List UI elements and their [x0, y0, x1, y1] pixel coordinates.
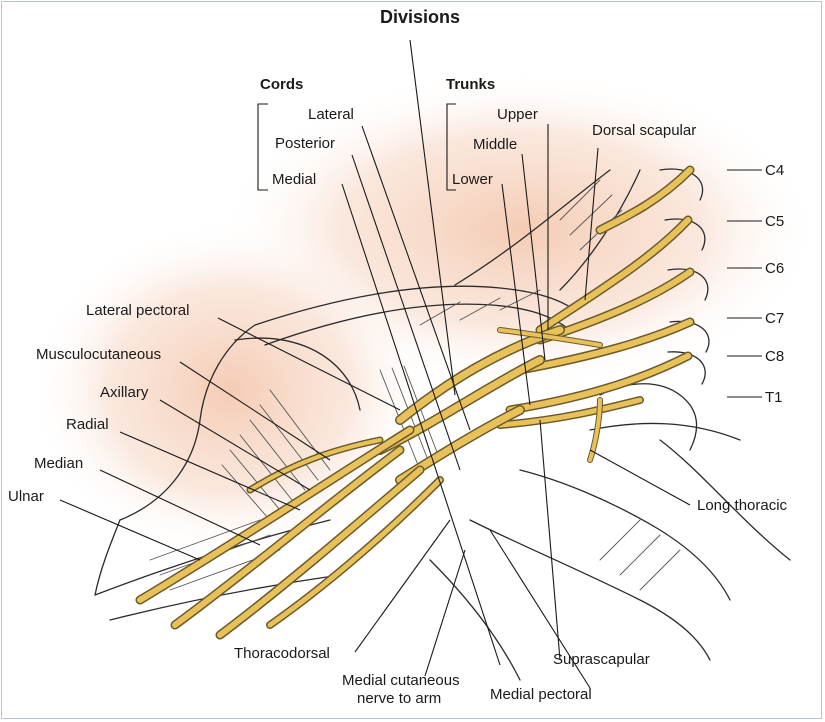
root-t1-label: T1 [765, 389, 783, 406]
trunk-middle-label: Middle [473, 136, 517, 153]
radial-label: Radial [66, 416, 109, 433]
median-label: Median [34, 455, 83, 472]
axillary-label: Axillary [100, 384, 148, 401]
cords-heading: Cords [260, 76, 303, 93]
trunk-lower-label: Lower [452, 171, 493, 188]
dorsal-scapular-label: Dorsal scapular [592, 122, 696, 139]
root-c7-label: C7 [765, 310, 784, 327]
ulnar-label: Ulnar [8, 488, 44, 505]
suprascapular-label: Suprascapular [553, 651, 650, 668]
divisions-title: Divisions [380, 9, 460, 26]
root-c8-label: C8 [765, 348, 784, 365]
root-c5-label: C5 [765, 213, 784, 230]
root-c6-label: C6 [765, 260, 784, 277]
trunks-heading: Trunks [446, 76, 495, 93]
musculocutaneous-label: Musculocutaneous [36, 346, 161, 363]
lateral-pectoral-label: Lateral pectoral [86, 302, 189, 319]
thoracodorsal-label: Thoracodorsal [234, 645, 330, 662]
medial-cutaneous-label-line2: nerve to arm [357, 690, 441, 707]
cord-medial-label: Medial [272, 171, 316, 188]
medial-pectoral-label: Medial pectoral [490, 686, 592, 703]
long-thoracic-label: Long thoracic [697, 497, 787, 514]
trunk-upper-label: Upper [497, 106, 538, 123]
medial-cutaneous-label-line1: Medial cutaneous [342, 672, 460, 689]
cord-posterior-label: Posterior [275, 135, 335, 152]
cord-lateral-label: Lateral [308, 106, 354, 123]
root-c4-label: C4 [765, 162, 784, 179]
